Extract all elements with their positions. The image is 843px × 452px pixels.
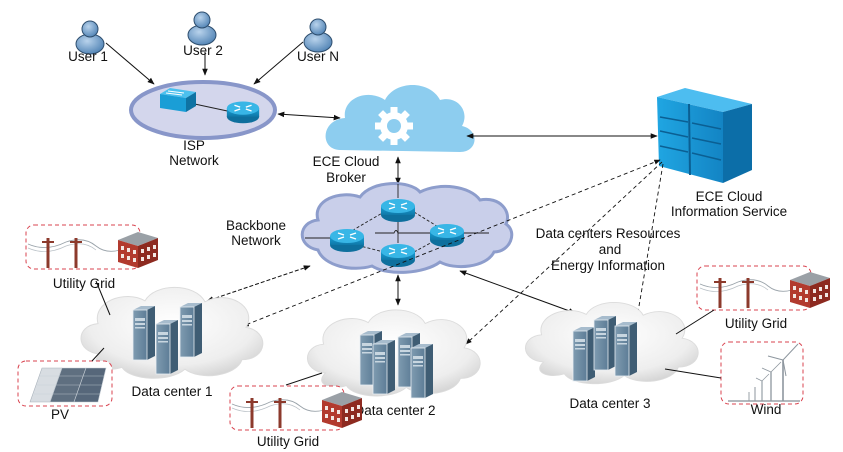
isp-link (189, 102, 233, 113)
ece-cloud-information-service: ECE Cloud Information Service (657, 88, 787, 219)
dc3-grid-label: Utility Grid (725, 316, 787, 331)
server-rack-icon (657, 88, 752, 183)
resources-energy-annotation: Data centers Resources and Energy Inform… (536, 226, 681, 273)
dc1-pv: PV (17, 347, 113, 422)
info-service-label-line2: Information Service (671, 204, 787, 219)
user-2-label: User 2 (183, 43, 223, 58)
energy-box (25, 224, 141, 270)
broker-label-line2: Broker (326, 170, 366, 185)
isp-label-line1: ISP (183, 138, 205, 153)
backbone-network: Backbone Network (226, 182, 514, 274)
server-icon (179, 302, 203, 358)
user-icon (75, 20, 105, 55)
info-service-dashed-arrows (242, 159, 664, 345)
dc3-utility-grid: Utility Grid (675, 265, 830, 335)
data-center-3: Data center 3 (524, 301, 699, 411)
user-icon (303, 18, 333, 53)
solar-panel-icon (29, 367, 107, 403)
server-icon (410, 343, 434, 399)
dc2-label: Data center 2 (354, 403, 435, 418)
user-1-to-isp-arrow (105, 42, 155, 85)
user-1-label: User 1 (68, 49, 108, 64)
router-icon (226, 100, 260, 124)
info-dc2-dashed-arrow (465, 161, 663, 345)
dc3-wind-link (664, 368, 722, 379)
info-dc3-dashed-arrow (635, 163, 664, 319)
isp-broker-arrow (277, 111, 341, 121)
dc3-wind: Wind (664, 341, 804, 417)
data-center-1: Data center 1 (80, 286, 264, 399)
router-icon (429, 223, 465, 248)
annotation-line1: Data centers Resources (536, 226, 681, 241)
backbone-label-line2: Network (231, 233, 281, 248)
dc2-utility-grid: Utility Grid (229, 372, 362, 449)
switch-icon (160, 88, 196, 112)
server-icon (572, 326, 596, 382)
annotation-line3: Energy Information (551, 258, 665, 273)
dc1-grid-label: Utility Grid (53, 276, 115, 291)
dc3-wind-label: Wind (751, 402, 782, 417)
dc1-grid-link (95, 280, 111, 316)
backbone-dc3-arrow (459, 270, 576, 314)
dc2-grid-link (285, 372, 323, 386)
dc1-label: Data center 1 (131, 384, 212, 399)
energy-box (229, 385, 345, 431)
router-icon (329, 228, 365, 253)
wind-turbine-icon (728, 343, 800, 402)
server-icon (614, 321, 638, 377)
router-icon (380, 243, 416, 268)
dc1-pv-link (91, 347, 105, 362)
router-icon (380, 198, 416, 223)
dc1-pv-label: PV (51, 407, 69, 422)
user-n-to-isp-arrow (253, 41, 304, 85)
server-icon (155, 319, 179, 375)
isp-label-line2: Network (169, 153, 219, 168)
backbone-label-line1: Backbone (226, 218, 286, 233)
ece-cloud-broker: ECE Cloud Broker (313, 85, 475, 185)
server-icon (132, 305, 156, 361)
user-1-node: User 1 (68, 20, 108, 64)
server-icon (593, 315, 617, 371)
user-n-node: User N (297, 18, 339, 64)
dc1-utility-grid: Utility Grid (25, 224, 158, 316)
gear-icon (375, 107, 413, 145)
server-icon (372, 339, 396, 395)
dc2-grid-label: Utility Grid (257, 434, 319, 449)
dc3-grid-link (675, 309, 715, 335)
info-dc1-dashed-arrow (242, 159, 661, 327)
isp-network: ISP Network (129, 80, 277, 168)
info-service-label-line1: ECE Cloud (696, 189, 763, 204)
annotation-line2: and (599, 242, 622, 257)
dc3-label: Data center 3 (569, 396, 650, 411)
backbone-dc1-arrow (206, 265, 311, 302)
user-icon (187, 11, 217, 46)
user-2-node: User 2 (183, 11, 223, 58)
data-center-2: Data center 2 (306, 309, 481, 418)
user-n-label: User N (297, 49, 339, 64)
broker-label-line1: ECE Cloud (313, 154, 380, 169)
energy-box (696, 265, 812, 311)
